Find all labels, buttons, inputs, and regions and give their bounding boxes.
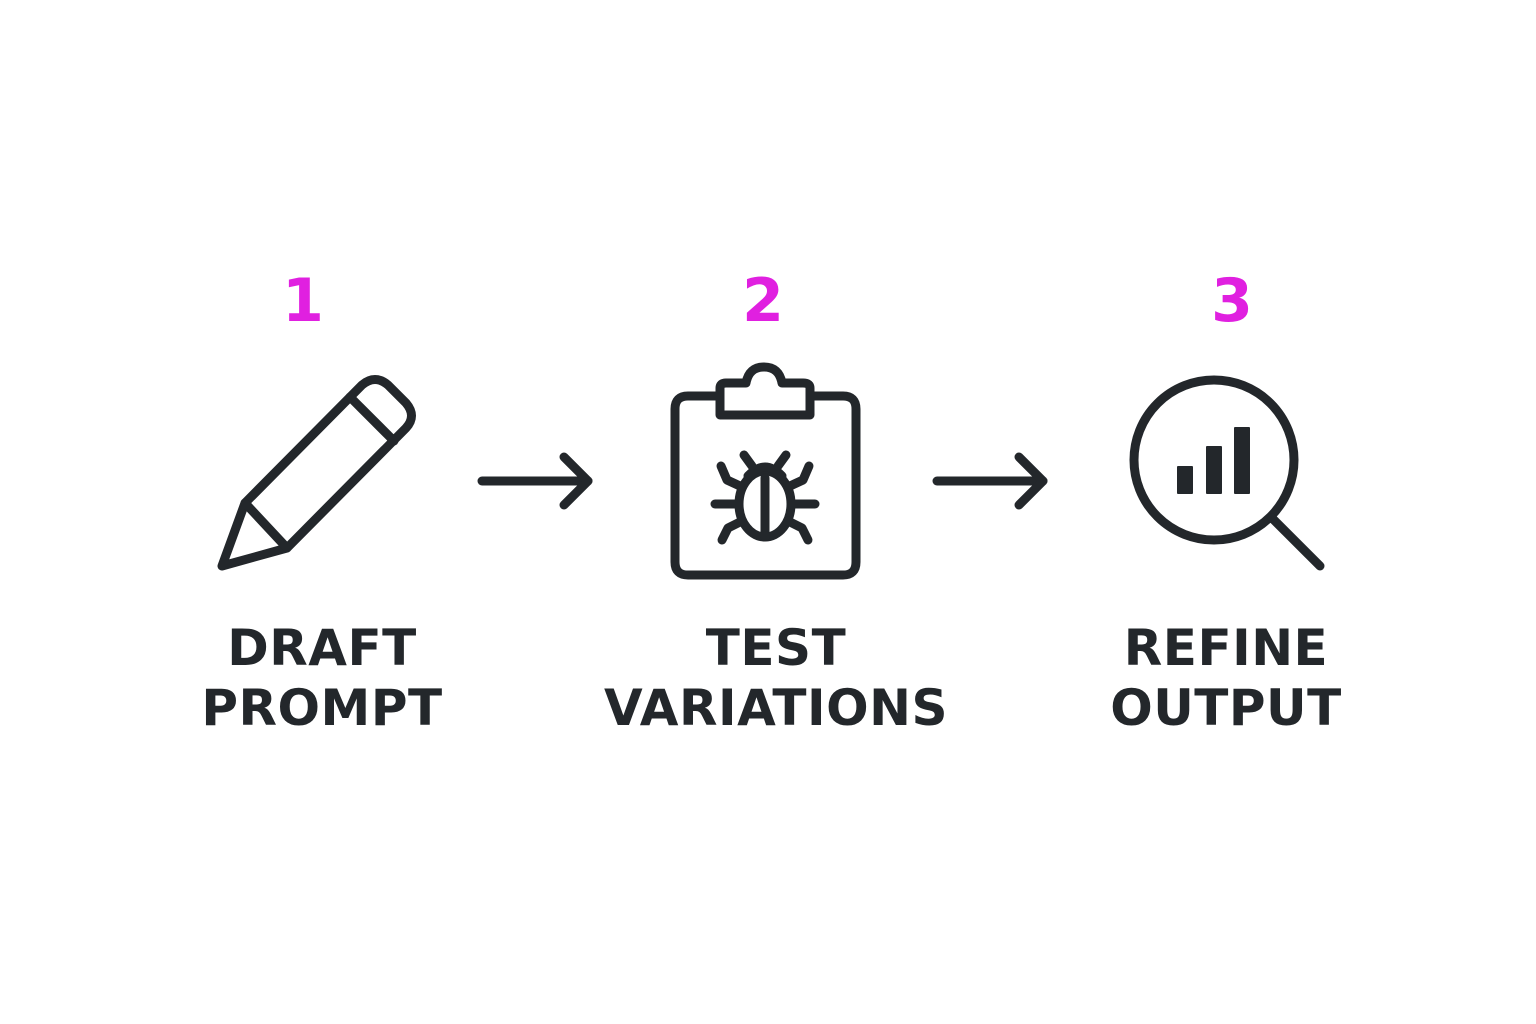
step-number: 1 (282, 266, 324, 336)
step-label-line1: REFINE (1123, 619, 1329, 677)
step-label: REFINE OUTPUT (1006, 618, 1446, 738)
step-label: TEST VARIATIONS (556, 618, 996, 738)
step-number: 2 (742, 266, 784, 336)
step-number: 3 (1211, 266, 1253, 336)
step-label-line2: PROMPT (201, 679, 443, 737)
step-label-line1: TEST (705, 619, 847, 677)
step-label-line2: VARIATIONS (604, 679, 948, 737)
step-label-line2: OUTPUT (1110, 679, 1342, 737)
step-label: DRAFT PROMPT (102, 618, 542, 738)
step-label-line1: DRAFT (227, 619, 417, 677)
